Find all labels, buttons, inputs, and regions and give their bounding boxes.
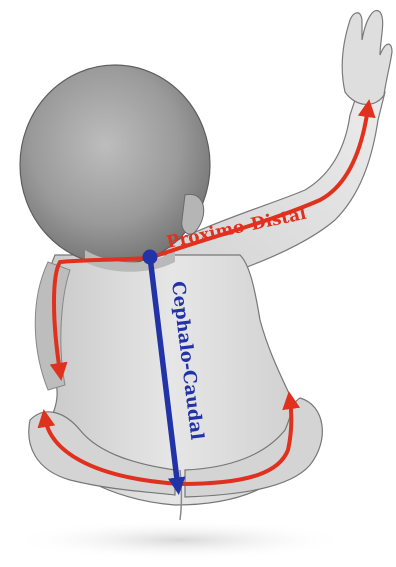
baby-figure	[20, 10, 392, 520]
ground-shadow	[10, 520, 350, 560]
hand	[342, 10, 392, 104]
